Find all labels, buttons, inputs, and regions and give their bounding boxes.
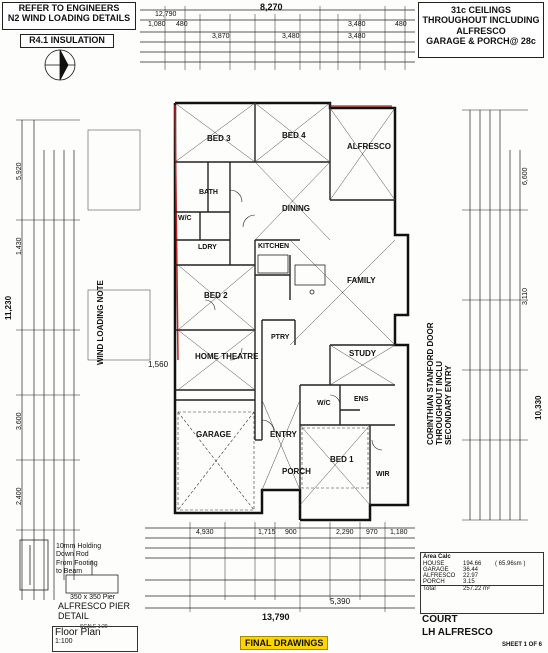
title-lh-alfresco: LH ALFRESCO [422,627,493,638]
room-ens: ENS [354,396,369,403]
room-wir: WIR [376,471,390,478]
left-dim-1: 5,920 [16,162,23,180]
hold-down-note: 10mm Holding Down Rod From Footing to Be… [56,543,102,576]
ceilings-note-text: 31c CEILINGS THROUGHOUT INCLUDING ALFRES… [422,5,540,47]
top-dim-7: 3,480 [282,33,300,40]
room-family: FAMILY [347,276,376,285]
floor-plan-title-box: Floor Plan 1:100 [52,626,138,652]
ceilings-note: 31c CEILINGS THROUGHOUT INCLUDING ALFRES… [418,2,544,58]
title-court: COURT [422,614,458,625]
insulation-note-text: R4.1 INSULATION [29,35,105,45]
top-dim-6: 3,870 [212,33,230,40]
top-dim-8: 3,480 [348,33,366,40]
top-dim-4: 3,480 [348,21,366,28]
area-calc-title: Area Calc [423,554,451,560]
room-wc1: W/C [178,215,192,222]
floor-plan-title: Floor Plan [55,627,101,638]
wind-loading-note: WIND LOADING NOTE [96,280,105,365]
bottom-dim-overall: 13,790 [262,612,290,622]
bottom-dim-1: 4,930 [196,529,214,536]
bottom-dim-6: 1,180 [390,529,408,536]
bottom-dim-3: 900 [285,529,297,536]
room-bed2: BED 2 [204,291,228,300]
left-dim-6: 1,560 [148,360,169,369]
room-study: STUDY [349,349,377,358]
front-door-note: CORINTHIAN STANFORD DOOR THROUGHOUT INCL… [426,322,454,445]
left-dim-3: 11,230 [4,295,13,320]
final-drawings-stamp: FINAL DRAWINGS [240,636,329,650]
room-bath: BATH [199,189,218,196]
room-dining: DINING [282,204,310,213]
bottom-dim-2: 1,715 [258,529,276,536]
top-dim-2: 480 [176,21,188,28]
room-garage: GARAGE [196,430,232,439]
floor-plan-scale: 1:100 [55,638,73,645]
room-bed4: BED 4 [282,131,306,140]
room-alfresco: ALFRESCO [347,142,391,151]
pier-detail-title: ALFRESCO PIER DETAIL [58,601,131,621]
bottom-dim-5: 970 [366,529,378,536]
top-dim-5: 480 [395,21,407,28]
pier-size: 350 x 350 Pier [70,594,116,601]
engineers-note: REFER TO ENGINEERS N2 WIND LOADING DETAI… [2,2,136,30]
top-dim-1: 1,080 [148,21,166,28]
room-bed3: BED 3 [207,134,231,143]
left-dim-4: 3,600 [16,412,23,430]
top-dim-3: 8,270 [260,2,283,12]
bottom-dim-4: 2,290 [336,529,354,536]
room-wc2: W/C [317,400,331,407]
left-dim-5: 2,400 [16,487,23,505]
insulation-note: R4.1 INSULATION [20,34,114,48]
room-entry: ENTRY [270,430,297,439]
room-home-theatre: HOME THEATRE [195,352,259,361]
right-dim-3: 10,330 [534,395,543,420]
sheet-number: SHEET 1 OF 6 [502,642,543,648]
right-dim-2: 3,110 [522,288,529,305]
top-dim-overall: 12,790 [155,11,177,18]
room-ldry: LDRY [198,244,217,251]
room-porch: PORCH [282,467,311,476]
left-dim-2: 1,430 [16,237,23,255]
engineers-note-text: REFER TO ENGINEERS N2 WIND LOADING DETAI… [7,3,131,24]
bottom-dim-7: 5,390 [330,597,351,606]
right-dim-1: 6,600 [522,167,529,185]
room-pantry: PTRY [271,334,290,341]
room-kitchen: KITCHEN [258,243,290,250]
pier-scale: SCALE 1:20 [80,624,108,630]
room-bed1: BED 1 [330,455,354,464]
